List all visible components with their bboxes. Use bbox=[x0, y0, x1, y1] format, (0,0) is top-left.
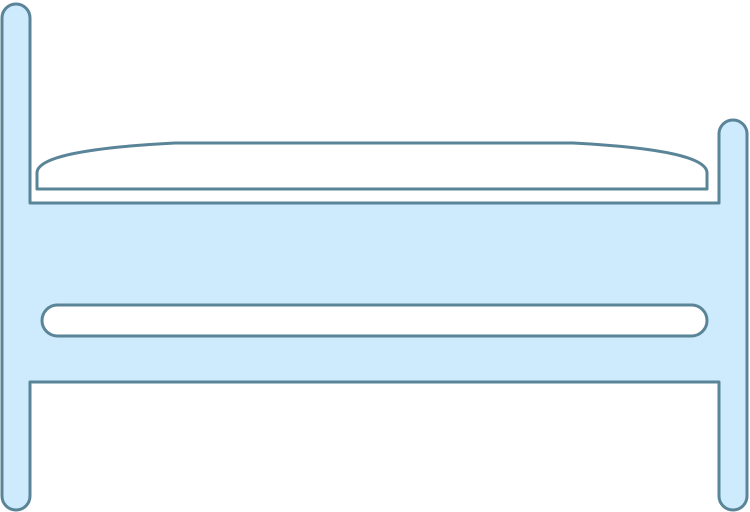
mattress bbox=[35, 141, 709, 191]
side-rail-slot bbox=[40, 303, 709, 338]
